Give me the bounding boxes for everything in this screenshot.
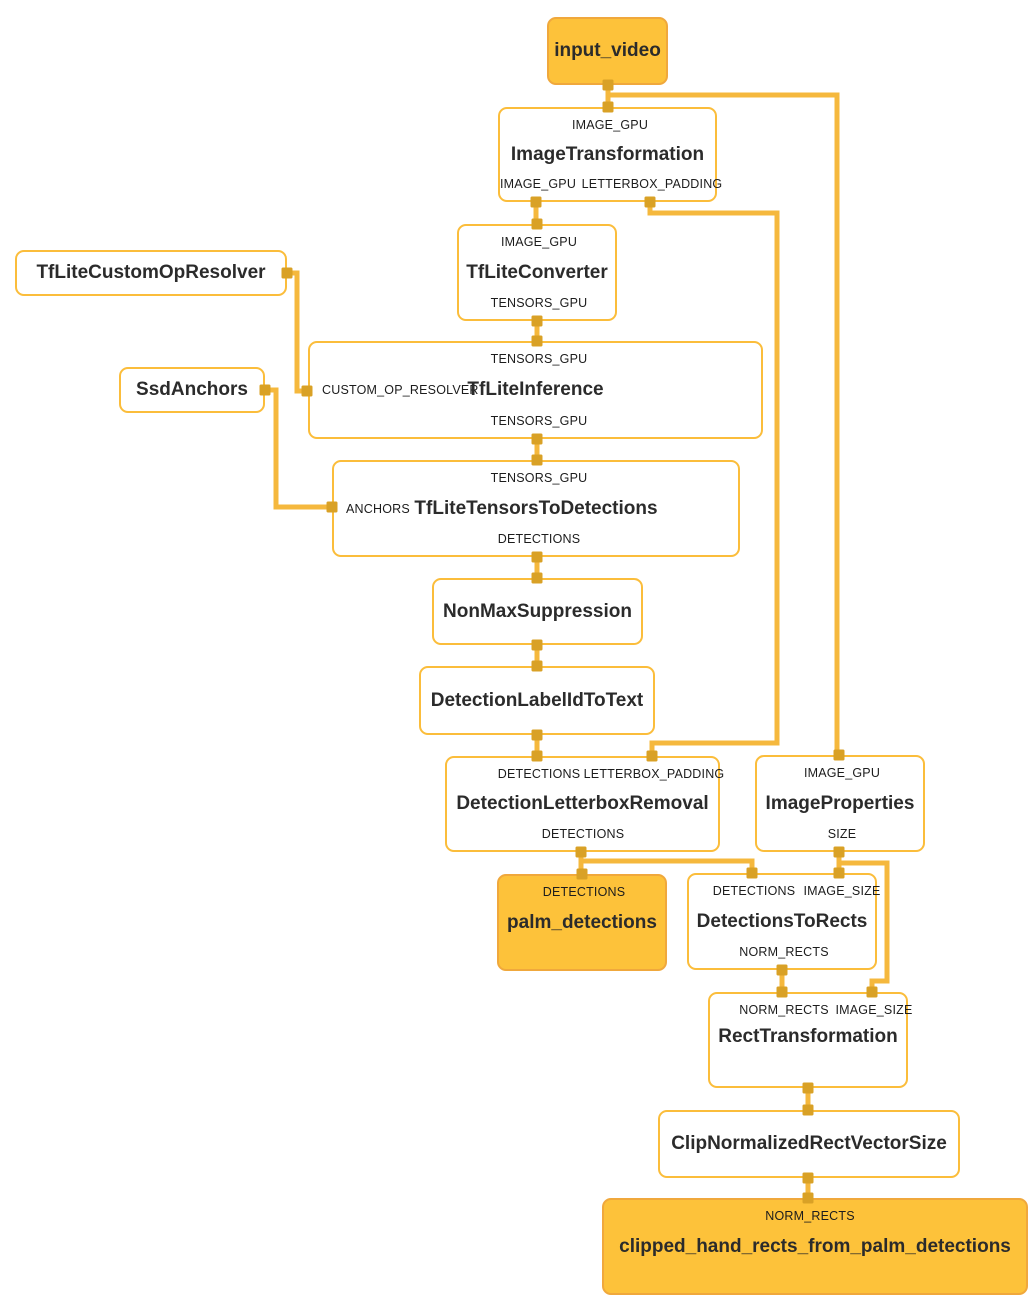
node-title: DetectionLetterboxRemoval [456, 793, 709, 814]
input-port-label-detections: DETECTIONS [497, 767, 581, 781]
node-title: TfLiteInference [467, 379, 604, 400]
input-port-label-tensors-gpu: TENSORS_GPU [490, 471, 588, 485]
input-port-label-letterbox-padding: LETTERBOX_PADDING [583, 767, 725, 781]
node-title: ClipNormalizedRectVectorSize [671, 1133, 947, 1154]
output-port-label-detections: DETECTIONS [497, 532, 581, 546]
node-rect-transformation[interactable]: NORM_RECTS IMAGE_SIZE RectTransformation [708, 992, 912, 1088]
node-title: DetectionLabelIdToText [430, 689, 644, 711]
node-detection-label-id-to-text[interactable]: DetectionLabelIdToText [419, 666, 655, 735]
node-ssd-anchors[interactable]: SsdAnchors [119, 367, 265, 413]
edge [287, 270, 309, 394]
edge [581, 858, 755, 873]
input-port-label-norm-rects: NORM_RECTS [765, 1209, 855, 1223]
node-title: ImageProperties [765, 792, 915, 814]
node-palm-detections[interactable]: DETECTIONS palm_detections [497, 874, 667, 971]
node-title: TfLiteTensorsToDetections [414, 497, 658, 519]
output-port-label-detections: DETECTIONS [541, 827, 625, 841]
node-title: SsdAnchors [136, 379, 248, 400]
node-non-max-suppression[interactable]: NonMaxSuppression [432, 578, 643, 645]
node-input-video[interactable]: input_video [547, 17, 668, 85]
node-title: TfLiteConverter [466, 261, 608, 283]
node-title: NonMaxSuppression [443, 600, 632, 622]
node-detections-to-rects[interactable]: DETECTIONS IMAGE_SIZE DetectionsToRects … [687, 873, 881, 970]
node-title: RectTransformation [718, 1026, 898, 1048]
node-title: clipped_hand_rects_from_palm_detections [619, 1235, 1011, 1257]
output-port-label-image-gpu: IMAGE_GPU [499, 177, 577, 191]
node-tflite-tensors-to-detections[interactable]: TENSORS_GPU ANCHORS TfLiteTensorsToDetec… [332, 460, 740, 557]
node-tflite-inference[interactable]: TENSORS_GPU CUSTOM_OP_RESOLVER TfLiteInf… [308, 341, 763, 439]
node-image-properties[interactable]: IMAGE_GPU ImageProperties SIZE [755, 755, 925, 852]
node-detection-letterbox-removal[interactable]: DETECTIONS LETTERBOX_PADDING DetectionLe… [445, 756, 724, 852]
node-tflite-converter[interactable]: IMAGE_GPU TfLiteConverter TENSORS_GPU [457, 224, 617, 321]
node-title: ImageTransformation [510, 143, 705, 165]
input-port-label-tensors-gpu: TENSORS_GPU [490, 352, 588, 366]
input-port-label-image-gpu: IMAGE_GPU [500, 235, 578, 249]
input-port-label-image-gpu: IMAGE_GPU [803, 766, 881, 780]
node-title: input_video [554, 40, 661, 61]
node-title: TfLiteCustomOpResolver [36, 262, 266, 283]
node-clipped-hand-rects-from-palm-detections[interactable]: NORM_RECTS clipped_hand_rects_from_palm_… [602, 1198, 1028, 1295]
input-port-label-image-size: IMAGE_SIZE [835, 1003, 913, 1017]
input-port-label-custom-op-resolver: CUSTOM_OP_RESOLVER [322, 383, 479, 397]
output-port-label-tensors-gpu: TENSORS_GPU [490, 414, 588, 428]
output-port-label-tensors-gpu: TENSORS_GPU [490, 296, 588, 310]
output-port-label-letterbox-padding: LETTERBOX_PADDING [581, 177, 723, 191]
output-port-label-norm-rects: NORM_RECTS [739, 945, 829, 959]
node-image-transformation[interactable]: IMAGE_GPU ImageTransformation IMAGE_GPU … [498, 107, 722, 202]
node-clip-normalized-rect-vector-size[interactable]: ClipNormalizedRectVectorSize [658, 1110, 960, 1178]
output-port-label-size: SIZE [827, 827, 857, 841]
node-tflite-custom-op-resolver[interactable]: TfLiteCustomOpResolver [15, 250, 287, 296]
input-port-label-image-size: IMAGE_SIZE [803, 884, 881, 898]
node-title: palm_detections [507, 911, 657, 933]
node-title: DetectionsToRects [696, 910, 868, 932]
input-port-label-detections: DETECTIONS [542, 885, 626, 899]
input-port-label-image-gpu: IMAGE_GPU [571, 118, 649, 132]
input-port-label-anchors: ANCHORS [346, 501, 410, 516]
input-port-label-norm-rects: NORM_RECTS [739, 1003, 829, 1017]
input-port-label-detections: DETECTIONS [712, 884, 796, 898]
